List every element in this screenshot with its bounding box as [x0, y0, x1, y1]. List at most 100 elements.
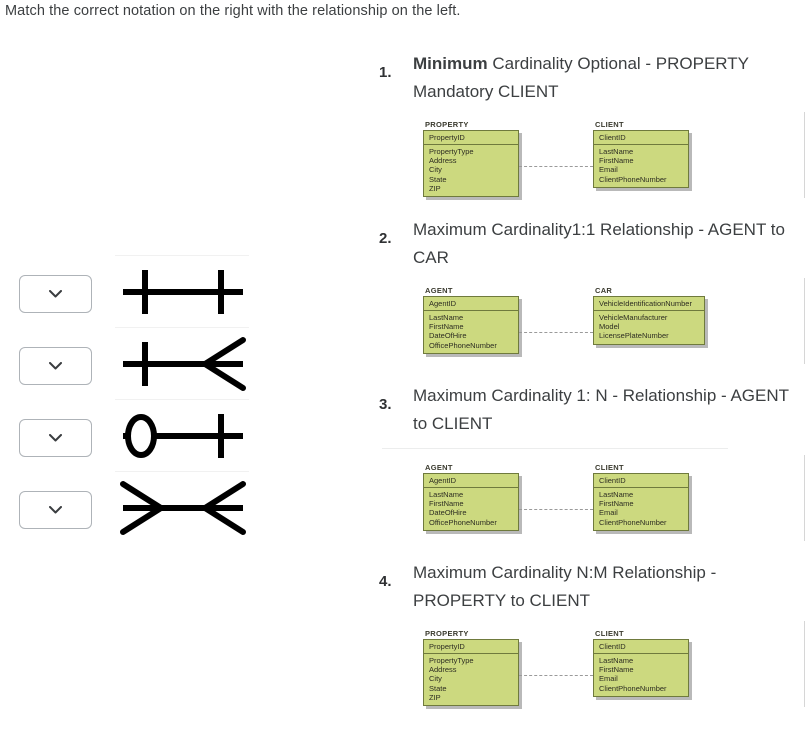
entity-attribute: City [429, 674, 442, 684]
question-number: 3. [379, 396, 392, 413]
question-item: 1. Minimum Cardinality Optional - PROPERT… [371, 40, 805, 204]
chevron-down-icon [49, 357, 62, 375]
entity-attribute: FirstName [599, 665, 634, 675]
entity-key-attribute: AgentID [424, 474, 518, 488]
relationship-connector [519, 332, 593, 333]
entity-attribute: Email [599, 674, 618, 684]
question-text: Maximum Cardinality 1: N - Relationship … [413, 372, 805, 438]
entity-name: PROPERTY [425, 629, 469, 638]
question-text: Maximum Cardinality1:1 Relationship - AG… [413, 206, 805, 272]
relationship-connector [519, 166, 593, 167]
question-text-body: Maximum Cardinality1:1 Relationship - AG… [413, 220, 785, 267]
question-divider [382, 448, 728, 449]
answer-select-many-to-many[interactable] [19, 491, 92, 529]
question-text-emphasis: Minimum [413, 54, 488, 73]
entity-attribute: ZIP [429, 692, 441, 702]
question-text-body: Maximum Cardinality 1: N - Relationship … [413, 386, 789, 433]
entity-attribute: FirstName [429, 499, 464, 509]
entity-name: CLIENT [595, 120, 624, 129]
answer-column [0, 255, 360, 543]
question-column: 1. Minimum Cardinality Optional - PROPERT… [371, 40, 805, 715]
relationship-connector [519, 509, 593, 510]
question-number: 1. [379, 64, 392, 81]
entity-attribute: State [429, 174, 447, 184]
answer-select-zero-or-one-to-one[interactable] [19, 419, 92, 457]
entity-attribute: LicensePlateNumber [599, 331, 669, 341]
entity-attribute: State [429, 683, 447, 693]
chevron-down-icon [49, 362, 62, 370]
notation-symbol-svg [123, 414, 243, 458]
answer-select-one-to-many-mandatory[interactable] [19, 347, 92, 385]
answer-row [0, 399, 360, 471]
notation-symbol-svg [123, 337, 246, 391]
entity-attribute: FirstName [429, 322, 464, 332]
chevron-down-icon [49, 501, 62, 519]
entity-attribute: Address [429, 665, 457, 675]
entity-attribute: PropertyType [429, 656, 474, 665]
entity-attribute: ClientPhoneNumber [599, 517, 667, 527]
entity-attribute: LastName [599, 147, 634, 156]
entity-attribute: ClientPhoneNumber [599, 683, 667, 693]
notation-symbol-one-to-one-mandatory [118, 263, 248, 321]
entity-attribute: Email [599, 165, 618, 175]
question-item: 3. Maximum Cardinality 1: N - Relationshi… [371, 372, 805, 547]
chevron-down-icon [49, 429, 62, 447]
relationship-connector [519, 675, 593, 676]
entity-attribute: City [429, 165, 442, 175]
entity-attribute: LastName [599, 656, 634, 665]
entity-name: CLIENT [595, 463, 624, 472]
entity-key-attribute: PropertyID [424, 131, 518, 145]
entity-attribute: FirstName [599, 499, 634, 509]
entity-attribute: OfficePhoneNumber [429, 517, 497, 527]
entity-attribute: DateOfHire [429, 508, 467, 518]
notation-symbol-svg [123, 270, 243, 314]
answer-select-one-to-one-mandatory[interactable] [19, 275, 92, 313]
entity-key-attribute: AgentID [424, 297, 518, 311]
notation-symbol-zero-or-one-to-one [118, 407, 248, 465]
entity-key-attribute: ClientID [594, 474, 688, 488]
entity-name: AGENT [425, 463, 453, 472]
question-number: 2. [379, 230, 392, 247]
entity-name: CLIENT [595, 629, 624, 638]
question-number: 4. [379, 573, 392, 590]
entity-attribute: ZIP [429, 183, 441, 193]
entity-attribute: OfficePhoneNumber [429, 340, 497, 350]
entity-key-attribute: ClientID [594, 131, 688, 145]
answer-row [0, 471, 360, 543]
entity-attribute: FirstName [599, 156, 634, 166]
row-divider [115, 471, 249, 472]
question-item: 4.Maximum Cardinality N:M Relationship -… [371, 549, 805, 713]
notation-symbol-svg [120, 481, 246, 535]
question-text: Minimum Cardinality Optional - PROPERTY … [413, 40, 805, 106]
chevron-down-icon [49, 506, 62, 514]
question-text-body: Cardinality Optional - PROPERTY Mandator… [413, 54, 749, 101]
entity-attribute: LastName [599, 490, 634, 499]
chevron-down-icon [49, 290, 62, 298]
row-divider [115, 327, 249, 328]
entity-name: AGENT [425, 286, 453, 295]
row-divider [115, 255, 249, 256]
answer-row [0, 327, 360, 399]
entity-attribute: ClientPhoneNumber [599, 174, 667, 184]
